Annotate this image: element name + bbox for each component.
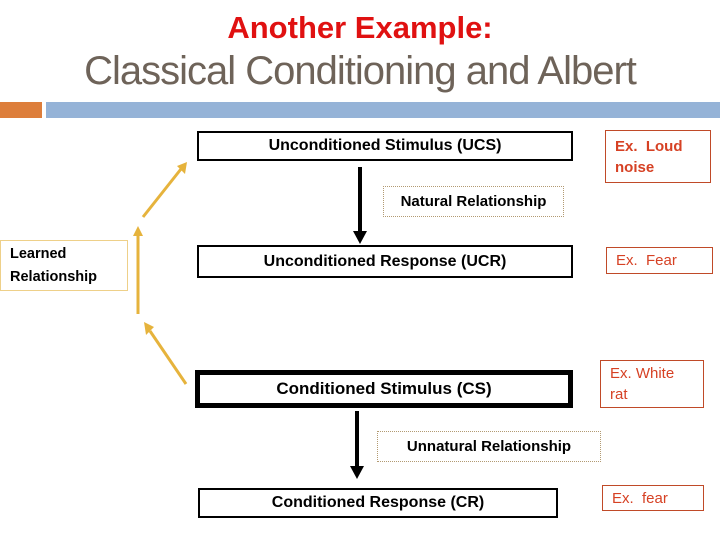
ucr-label: Unconditioned Response (UCR) [263, 252, 507, 270]
unnatural-relationship-label: Unnatural Relationship [406, 438, 572, 455]
divider-blue-bar [46, 102, 720, 118]
example-fear-cr-box: Ex. fear [602, 485, 704, 511]
example-fear-cr-label: Ex. fear [612, 489, 668, 507]
ucs-box: Unconditioned Stimulus (UCS) [197, 131, 573, 161]
example-fear-ucr-box: Ex. Fear [606, 247, 713, 274]
ucs-to-ucr-arrow-icon [353, 167, 367, 244]
learned-arrow-middle-icon [133, 226, 143, 314]
ucr-box: Unconditioned Response (UCR) [197, 245, 573, 278]
learned-arrow-lower-icon [144, 322, 188, 385]
cs-label: Conditioned Stimulus (CS) [276, 379, 492, 398]
cs-to-cr-arrow-icon [350, 411, 364, 479]
example-white-rat-label: Ex. White rat [610, 365, 675, 403]
slide-title: Another Example: Classical Conditioning … [0, 8, 720, 94]
example-loud-noise-label: Ex. Loud noise [615, 137, 683, 176]
learned-arrow-upper-icon [141, 162, 187, 218]
natural-relationship-label: Natural Relationship [400, 193, 547, 210]
example-fear-ucr-label: Ex. Fear [616, 252, 677, 269]
natural-relationship-box: Natural Relationship [383, 186, 564, 217]
example-loud-noise-box: Ex. Loud noise [605, 130, 711, 183]
cr-label: Conditioned Response (CR) [271, 494, 485, 511]
title-line-1: Another Example: [227, 10, 493, 45]
unnatural-relationship-box: Unnatural Relationship [377, 431, 601, 462]
cs-box: Conditioned Stimulus (CS) [195, 370, 573, 408]
divider-orange-square [0, 102, 42, 118]
ucs-label: Unconditioned Stimulus (UCS) [268, 137, 502, 154]
example-white-rat-box: Ex. White rat [600, 360, 704, 408]
learned-relationship-box: Learned Relationship [0, 240, 128, 291]
cr-box: Conditioned Response (CR) [198, 488, 558, 518]
title-line-2: Classical Conditioning and Albert [84, 49, 637, 93]
learned-relationship-label: Learned Relationship [10, 246, 98, 285]
